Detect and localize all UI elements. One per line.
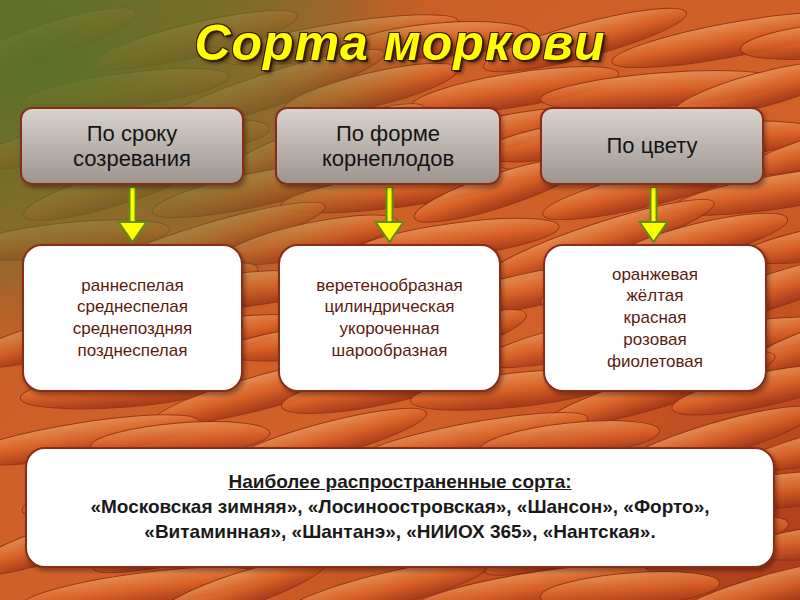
list-box: раннеспелаясреднеспелаясреднепоздняяпозд… (22, 244, 243, 392)
slide-title: Сорта моркови (0, 14, 800, 72)
node-text: раннеспелая (81, 275, 183, 297)
down-arrow (119, 187, 147, 242)
arrow-head (640, 222, 668, 242)
category-box: По цвету (540, 107, 764, 185)
category-box: По сроку созревания (20, 107, 244, 185)
arrow-head (119, 222, 147, 242)
node-text: «Московская зимняя», «Лосиноостровская»,… (43, 495, 757, 544)
node-text: жёлтая (626, 285, 683, 307)
arrow-shaft (652, 188, 656, 225)
node-text: розовая (623, 329, 686, 351)
node-text: Наиболее распространенные сорта: (228, 470, 571, 495)
node-text: По форме корнеплодов (287, 121, 489, 172)
node-text: среднеспелая (77, 296, 188, 318)
varieties-box: Наиболее распространенные сорта:«Московс… (25, 447, 775, 568)
node-text: укороченная (340, 318, 440, 340)
node-text: шарообразная (332, 340, 448, 362)
category-box: По форме корнеплодов (275, 107, 501, 185)
node-text: позднеспелая (78, 340, 188, 362)
node-text: оранжевая (612, 264, 698, 286)
node-text: веретенообразная (316, 275, 462, 297)
arrow-head (376, 222, 404, 242)
node-text: среднепоздняя (73, 318, 192, 340)
down-arrow (640, 187, 668, 242)
list-box: веретенообразнаяцилиндрическаяукороченна… (278, 244, 501, 392)
down-arrow (376, 187, 404, 242)
node-text: красная (624, 307, 687, 329)
node-text: По сроку созревания (32, 121, 232, 172)
node-text: цилиндрическая (324, 296, 454, 318)
node-text: По цвету (606, 133, 697, 158)
arrow-shaft-outline (129, 187, 137, 224)
arrow-shaft-outline (650, 187, 658, 224)
arrow-shaft-outline (386, 187, 394, 224)
node-text: фиолетовая (607, 351, 703, 373)
list-box: оранжеваяжёлтаякраснаярозоваяфиолетовая (543, 244, 767, 392)
arrow-shaft (131, 188, 135, 225)
arrow-shaft (388, 188, 392, 225)
